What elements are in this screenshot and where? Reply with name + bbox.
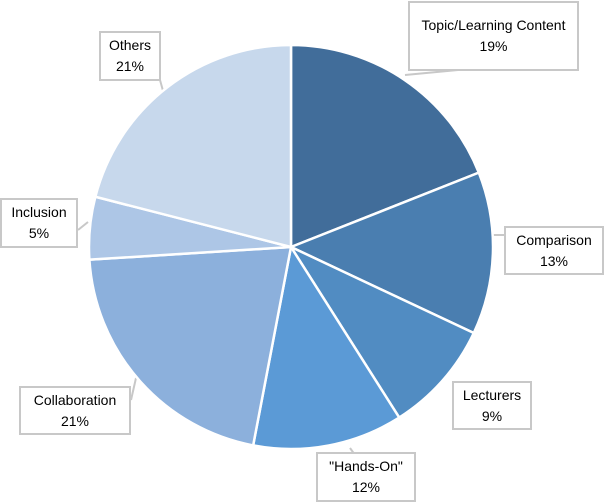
slice-label: Collaboration: [33, 391, 117, 408]
label-comparison: Comparison 13%: [504, 226, 604, 275]
label-collaboration: Collaboration 21%: [19, 386, 131, 435]
slice-value: 5%: [28, 225, 50, 241]
leader-line: [130, 377, 137, 401]
label-lecturers: Lecturers 9%: [452, 381, 532, 430]
pie-slice-1: [287, 171, 495, 335]
label-inclusion: Inclusion 5%: [0, 198, 78, 248]
pie-slice-2: [287, 244, 476, 420]
pie-slice-0: [289, 43, 481, 249]
slice-label: Comparison: [516, 231, 592, 248]
slice-label: Lecturers: [462, 386, 522, 403]
slice-label: Topic/Learning Content: [421, 17, 566, 33]
label-hands-on: "Hands-On" 12%: [316, 452, 416, 502]
slice-value: 12%: [351, 479, 381, 495]
pie-slice-6: [93, 43, 293, 249]
slice-label: Others: [108, 37, 151, 53]
label-others: Others 21%: [99, 31, 161, 81]
leader-line: [77, 221, 89, 231]
pie-slice-3: [251, 243, 401, 451]
slice-label: "Hands-On": [329, 458, 403, 474]
label-topic: Topic/Learning Content 19%: [408, 1, 579, 71]
slice-label: Inclusion: [11, 204, 67, 220]
pie-slice-4: [88, 245, 293, 447]
slice-value: 9%: [481, 407, 503, 424]
slice-value: 13%: [539, 252, 569, 269]
slice-value: 19%: [479, 38, 508, 54]
slice-value: 21%: [115, 58, 145, 74]
slice-value: 21%: [60, 412, 90, 429]
